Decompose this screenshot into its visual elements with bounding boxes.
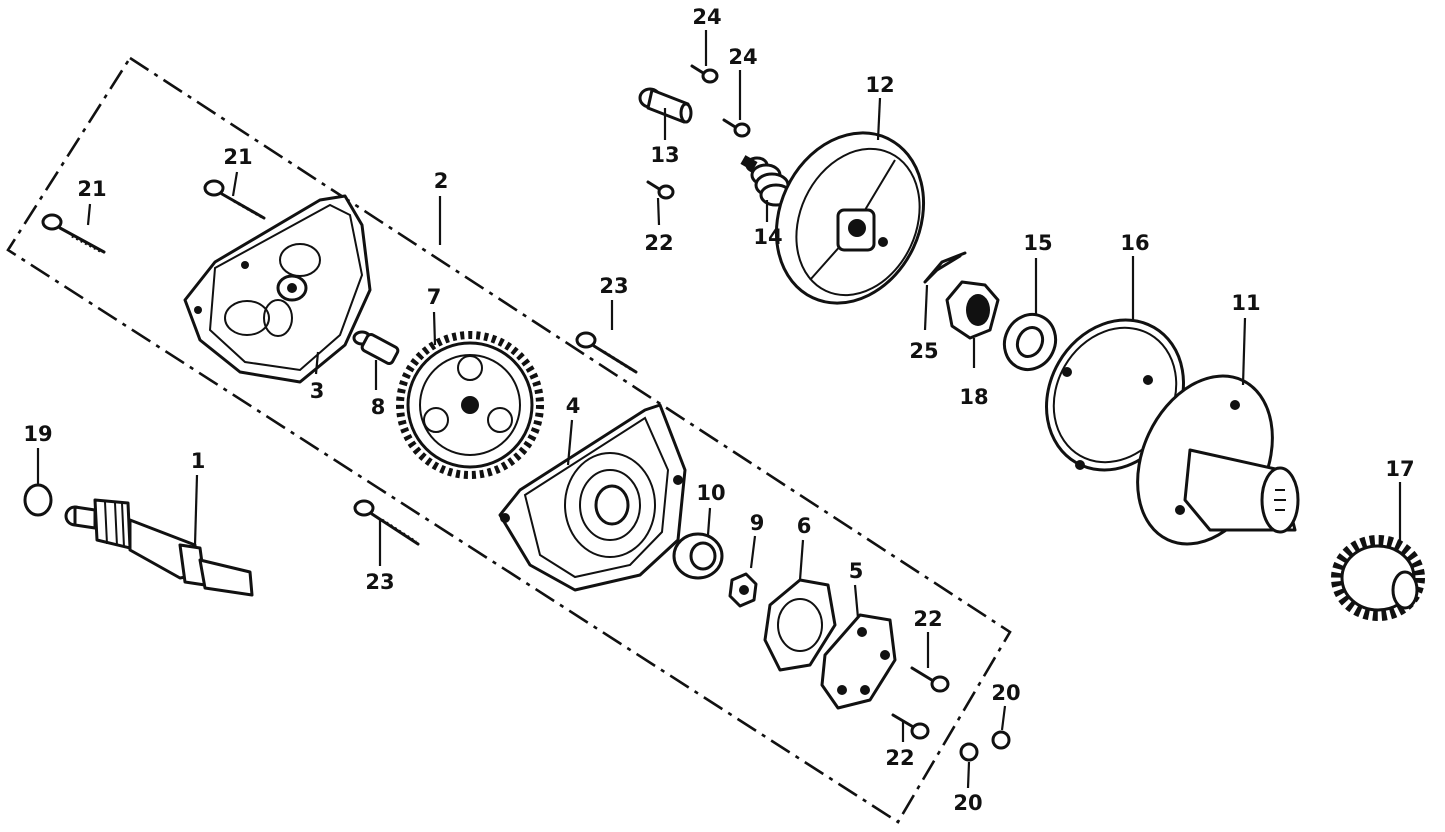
pin-13: [638, 87, 693, 124]
label-6: 6: [797, 514, 812, 538]
screw-24-upper: [690, 64, 719, 84]
gear-17: [1331, 535, 1425, 621]
nut-18: [945, 280, 1000, 340]
label-21-left: 21: [77, 177, 106, 201]
label-3: 3: [310, 379, 325, 403]
label-24-lower: 24: [728, 45, 757, 69]
gasket-6: [763, 578, 837, 672]
label-1: 1: [191, 449, 206, 473]
label-19: 19: [23, 422, 52, 446]
label-2: 2: [434, 169, 449, 193]
label-24-upper: 24: [692, 5, 721, 29]
label-7: 7: [427, 285, 442, 309]
bolt-21-left: [41, 213, 106, 254]
housing-12: [774, 131, 926, 305]
label-22-upper: 22: [913, 607, 942, 631]
screw-22-top: [646, 180, 675, 200]
label-23-upper: 23: [599, 274, 628, 298]
label-12: 12: [865, 73, 894, 97]
label-4: 4: [566, 394, 581, 418]
screw-22-upper: [910, 666, 950, 693]
bolt-23-upper: [575, 331, 638, 374]
label-8: 8: [371, 395, 386, 419]
spring-14: [740, 155, 793, 207]
label-10: 10: [696, 481, 725, 505]
label-16: 16: [1120, 231, 1149, 255]
assembly-boundary: [6, 56, 1012, 824]
label-25: 25: [909, 339, 938, 363]
leader-lines: [36, 30, 1402, 789]
gear-7: [396, 331, 544, 479]
bolt-21-right: [203, 179, 266, 220]
washer-15: [1002, 313, 1058, 371]
label-14: 14: [753, 225, 782, 249]
shaft-1: [64, 498, 254, 597]
label-22-top: 22: [644, 231, 673, 255]
plate-5: [820, 613, 897, 710]
screw-24-lower: [722, 118, 751, 138]
screw-22-lower: [891, 713, 930, 740]
ring-20-upper: [991, 730, 1011, 750]
label-11: 11: [1231, 291, 1260, 315]
label-20-upper: 20: [991, 681, 1020, 705]
bolt-23-lower: [353, 499, 420, 546]
label-15: 15: [1023, 231, 1052, 255]
cover-3: [183, 194, 372, 384]
label-18: 18: [959, 385, 988, 409]
label-9: 9: [750, 511, 765, 535]
label-23-lower: 23: [365, 570, 394, 594]
flange-11: [1136, 374, 1300, 546]
label-17: 17: [1385, 457, 1414, 481]
label-22-lower: 22: [885, 746, 914, 770]
label-13: 13: [650, 143, 679, 167]
pump-body-4: [498, 403, 687, 592]
pin-8: [352, 330, 400, 365]
part-labels: 21 21 2 3 8 7 23 4 23 19 1 10 9 6 5 22 2…: [23, 5, 1414, 815]
bearing-10: [672, 532, 724, 580]
label-5: 5: [849, 559, 864, 583]
nut-9: [728, 572, 758, 608]
clip-25: [923, 251, 967, 284]
washer-19: [23, 483, 53, 517]
ring-20-lower: [959, 742, 979, 762]
label-20-lower: 20: [953, 791, 982, 815]
label-21-right: 21: [223, 145, 252, 169]
